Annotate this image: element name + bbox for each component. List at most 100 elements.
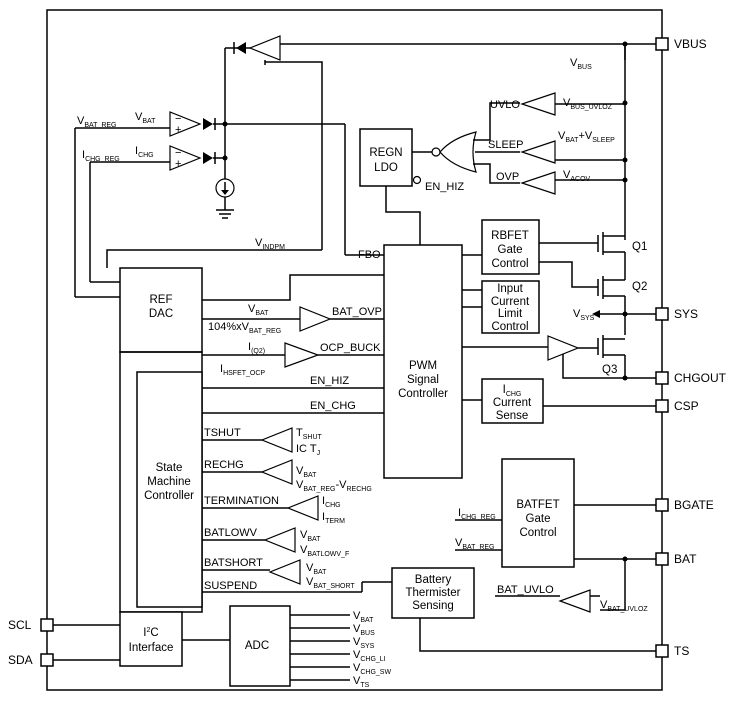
svg-text:BATLOWV: BATLOWV [204,527,258,539]
pin-chgout: CHGOUT [655,371,727,385]
svg-text:Current: Current [493,397,532,409]
tshut-comparator: TSHUT TSHUT IC TJ [202,427,323,457]
pin-sda-label: SDA [8,653,33,667]
ichg-current-sense-block: ICHG Current Sense [462,378,656,424]
vindpm-label: VINDPM [255,237,285,251]
vbat-amp-label: VBAT [135,111,156,125]
batshort-comparator: BATSHORT VBAT VBAT_SHORT [202,557,355,590]
svg-text:Control: Control [491,258,528,270]
svg-text:OCP_BUCK: OCP_BUCK [320,342,381,354]
pin-ts: TS [655,644,689,658]
svg-text:EN_HIZ: EN_HIZ [310,375,349,387]
svg-text:VBAT_REG: VBAT_REG [455,537,495,551]
ref-to-pwm-wire [202,254,482,301]
fbo-label: FBO [358,249,381,261]
svg-text:Sense: Sense [496,410,529,422]
rbfet-gate-control-block: RBFET Gate Control [481,219,598,288]
svg-text:OVP: OVP [496,171,519,183]
svg-text:ICHG: ICHG [503,384,522,398]
svg-text:Gate: Gate [526,513,551,525]
svg-text:REGN: REGN [369,147,402,159]
svg-text:Thermister: Thermister [406,587,461,599]
ocp-buck-comparator: I(Q2) IHSFET_OCP [220,341,320,377]
svg-text:ICHG_REG: ICHG_REG [458,507,496,521]
svg-text:State: State [156,462,183,474]
bat-ovp-comparator: VBAT 104%xVBAT_REG [208,303,332,335]
pin-vbus: VBUS [655,37,707,51]
svg-text:BAT_UVLO: BAT_UVLO [497,584,554,596]
pwm-controller-block: PWM Signal Controller [383,244,463,479]
svg-text:VBAT: VBAT [300,529,321,543]
vbus-uvloz-label: VBUS_UVLOZ [563,97,613,111]
svg-text:BATSHORT: BATSHORT [204,557,263,569]
svg-text:Controller: Controller [398,388,448,400]
batlowv-comparator: BATLOWV VBAT VBATLOWV_F [202,527,349,558]
svg-text:Limit: Limit [498,308,523,320]
uvlo-comparator: UVLO VBUS_UVLOZ [490,92,625,116]
vbus-label: VBUS [570,57,592,71]
svg-text:REF: REF [150,294,173,306]
svg-text:VBAT: VBAT [296,465,317,479]
svg-text:+: + [175,124,181,136]
svg-text:BAT_OVP: BAT_OVP [332,306,382,318]
svg-text:IC TJ: IC TJ [296,443,320,457]
svg-text:Q3: Q3 [602,364,617,376]
en-hiz-regn-label: EN_HIZ [425,181,464,193]
fet-q2: Q2 [597,275,647,335]
i2c-interface-block: I2C Interface [53,611,230,667]
pin-csp-label: CSP [674,399,699,413]
ichg-amp-label: ICHG [135,145,154,159]
current-source [215,178,235,219]
svg-text:Signal: Signal [407,374,439,386]
svg-text:VBATLOWV_F: VBATLOWV_F [300,544,349,558]
svg-text:VBAT: VBAT [248,303,269,317]
svg-text:ICHG: ICHG [322,495,341,509]
state-machine-block: State Machine Controller [136,371,203,608]
svg-text:Input: Input [497,283,523,295]
svg-text:PWM: PWM [409,360,437,372]
adc-block: ADC [229,605,291,687]
adc-input-label: VBAT [353,610,374,624]
pin-sys: SYS [655,307,698,321]
svg-text:UVLO: UVLO [490,99,520,111]
pin-bat: BAT [655,552,697,566]
svg-text:ITERM: ITERM [322,511,345,525]
fet-q3: Q3 [597,335,626,378]
adc-input-label: VSYS [353,636,375,650]
pin-bat-label: BAT [674,552,697,566]
svg-text:VBAT_REG-VRECHG: VBAT_REG-VRECHG [296,479,372,493]
svg-text:IHSFET_OCP: IHSFET_OCP [220,363,265,377]
ichg-reg-amp: − + ICHG ICHG_REG [82,145,228,283]
sys-line: VSYS [573,308,656,322]
svg-text:EN_CHG: EN_CHG [310,400,356,412]
nor-gate: EN_HIZ [412,102,520,193]
svg-text:I(Q2): I(Q2) [248,341,265,355]
svg-text:SLEEP: SLEEP [488,139,523,151]
adc-input-label: VCHG_LI [353,649,386,663]
bat-line: BAT_UVLO VBAT_UVLOZ [495,556,656,613]
svg-text:TSHUT: TSHUT [204,427,241,439]
svg-text:Controller: Controller [144,490,194,502]
svg-text:RBFET: RBFET [491,230,529,242]
suspend-signal: SUSPEND [202,580,363,593]
svg-text:SUSPEND: SUSPEND [204,580,257,592]
pin-bgate: BGATE [655,498,714,512]
svg-text:Sensing: Sensing [412,600,454,612]
vbus-rail: VBUS [280,41,656,240]
vindpm-line: VINDPM FBO [106,237,381,268]
svg-text:ADC: ADC [245,640,269,652]
svg-text:Control: Control [491,321,528,333]
svg-text:Gate: Gate [498,244,523,256]
svg-text:VBAT: VBAT [306,562,327,576]
svg-text:I2C: I2C [143,627,158,639]
chip-boundary [46,9,663,691]
svg-text:Current: Current [491,296,530,308]
svg-text:VBAT_UVLOZ: VBAT_UVLOZ [600,599,648,613]
svg-text:+: + [175,158,181,170]
vbus-buffer-amp [224,35,323,250]
batfet-gate-control-block: BATFET Gate Control ICHG_REG VBAT_REG [455,458,656,568]
pin-chgout-label: CHGOUT [674,371,727,385]
pwm-left-signals: BAT_OVP OCP_BUCK EN_HIZ EN_CHG [202,306,384,414]
